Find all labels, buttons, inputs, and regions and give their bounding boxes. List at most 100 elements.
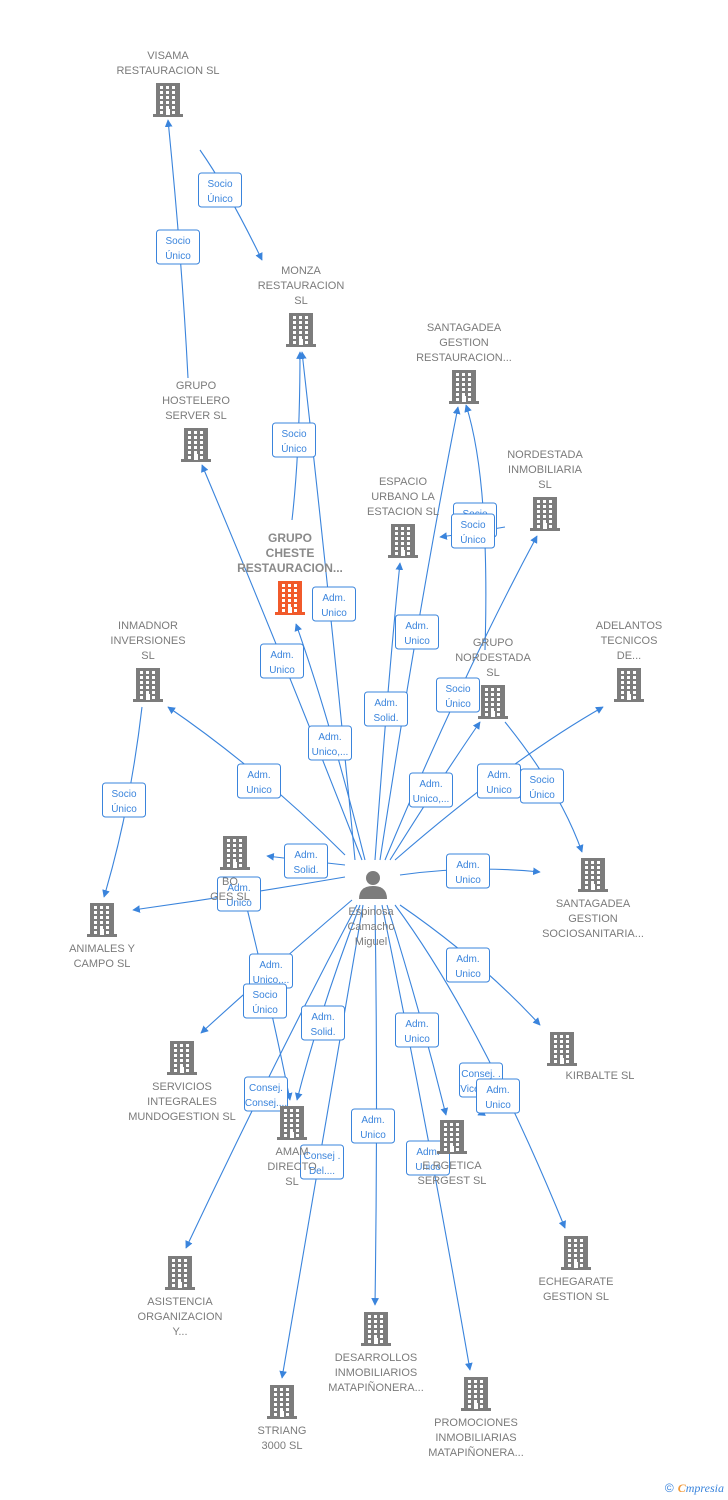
relation-label[interactable]: Adm.Unico (395, 614, 439, 650)
relation-label[interactable]: Adm.Unico,... (409, 772, 453, 808)
relation-label-line: Consej. . (461, 1069, 500, 1080)
company-node-striang[interactable]: STRIANG 3000 SL (258, 1385, 307, 1452)
relation-label-line: Adm. (405, 621, 428, 632)
relation-label[interactable]: Adm. Unico (312, 586, 356, 622)
relation-label[interactable]: Adm.Unico (351, 1108, 395, 1144)
relation-label[interactable]: Adm. Unico (260, 643, 304, 679)
relation-label-line: Adm. (311, 1012, 334, 1023)
relation-label-line: Unico,... (413, 794, 450, 805)
building-icon (461, 1377, 491, 1411)
company-label: SANTAGADEA (427, 322, 502, 334)
company-label: DE... (617, 650, 641, 662)
relation-label-line: Adm. (227, 883, 250, 894)
company-label: SERGEST SL (418, 1175, 487, 1187)
company-label: ASISTENCIA (147, 1296, 213, 1308)
relation-label[interactable]: Adm.Unico (237, 763, 281, 799)
person-name: Camacho (347, 921, 394, 933)
company-label: NORDESTADA (507, 449, 583, 461)
relation-label[interactable]: Adm.Unico,... (249, 953, 293, 989)
company-node-santagadea_g[interactable]: SANTAGADEA GESTION RESTAURACION... (416, 322, 512, 404)
company-label: SANTAGADEA (556, 898, 631, 910)
relation-label[interactable]: Consej . Del.... (300, 1144, 344, 1180)
company-node-santagadea_s[interactable]: SANTAGADEAGESTIONSOCIOSANITARIA... (542, 858, 644, 940)
company-label: SL (141, 650, 154, 662)
relation-label[interactable]: Adm.Unico (406, 1140, 450, 1176)
building-icon (478, 685, 508, 719)
relation-label[interactable]: Adm.Solid. (364, 691, 408, 727)
brand-watermark[interactable]: ©Cmpresia (665, 1481, 724, 1496)
relation-label-line: Unico (455, 875, 481, 886)
relation-label[interactable]: Adm.Unico (217, 876, 261, 912)
relation-label-line: Socio (165, 236, 190, 247)
building-icon (561, 1236, 591, 1270)
relation-label[interactable]: Adm.Unico (446, 947, 490, 983)
relation-label[interactable]: Consej.Consej.... (244, 1076, 288, 1112)
company-label: DIRECTO (267, 1161, 317, 1173)
company-label: 3000 SL (262, 1440, 303, 1452)
company-label: GESTION (439, 337, 489, 349)
edge-center-desarrollos (371, 904, 379, 1306)
relation-label[interactable]: Adm.Solid. (284, 843, 328, 879)
company-label: ANIMALES Y (69, 943, 135, 955)
relation-label[interactable]: Adm.Unico,... (308, 725, 352, 761)
relation-label-line: Adm. (270, 650, 293, 661)
relation-label-line: Consej . (304, 1151, 341, 1162)
company-label: RESTAURACION... (416, 352, 512, 364)
relation-label-line: Unico (485, 1100, 511, 1111)
relation-label-line: Adm. (405, 1019, 428, 1030)
relation-label[interactable]: Adm. Unico (477, 763, 521, 799)
relation-label[interactable]: Adm.Solid. (301, 1005, 345, 1041)
relation-label[interactable]: Adm. Unico (446, 853, 490, 889)
relation-label-line: Unico (269, 665, 295, 676)
company-label: MONZA (281, 265, 321, 277)
relation-label-line: Adm. (322, 593, 345, 604)
company-node-cheste[interactable]: GRUPOCHESTERESTAURACION... (237, 531, 343, 615)
company-node-kirbalte[interactable]: KIRBALTE SL (547, 1032, 634, 1082)
company-label: MUNDOGESTION SL (128, 1111, 236, 1123)
relation-label[interactable]: Adm.Unico (476, 1078, 520, 1114)
company-label: ESTACION SL (367, 506, 439, 518)
relation-label-line: Unico (404, 1034, 430, 1045)
company-label: STRIANG (258, 1425, 307, 1437)
relation-label-line: Adm. (456, 860, 479, 871)
relation-label-line: Único (281, 442, 307, 455)
person-icon (359, 871, 387, 899)
relation-label-line: Unico (321, 608, 347, 619)
company-label: INVERSIONES (110, 635, 185, 647)
relation-label-line: Unico (455, 969, 481, 980)
relation-label[interactable]: Adm. Unico (395, 1012, 439, 1048)
relation-label-line: Del.... (309, 1166, 335, 1177)
company-label: SERVICIOS (152, 1081, 212, 1093)
relation-label-line: Unico (486, 785, 512, 796)
company-node-asistencia[interactable]: ASISTENCIAORGANIZACIONY... (138, 1256, 223, 1338)
relation-label-line: Adm. (487, 770, 510, 781)
company-node-promociones[interactable]: PROMOCIONESINMOBILIARIASMATAPIÑONERA... (428, 1377, 524, 1459)
company-node-desarrollos[interactable]: DESARROLLOSINMOBILIARIOSMATAPIÑONERA... (328, 1312, 424, 1394)
relation-label-line: Adm. (259, 960, 282, 971)
company-label: BO (222, 876, 238, 888)
company-node-adelantos[interactable]: ADELANTOSTECNICOSDE... (596, 620, 662, 702)
